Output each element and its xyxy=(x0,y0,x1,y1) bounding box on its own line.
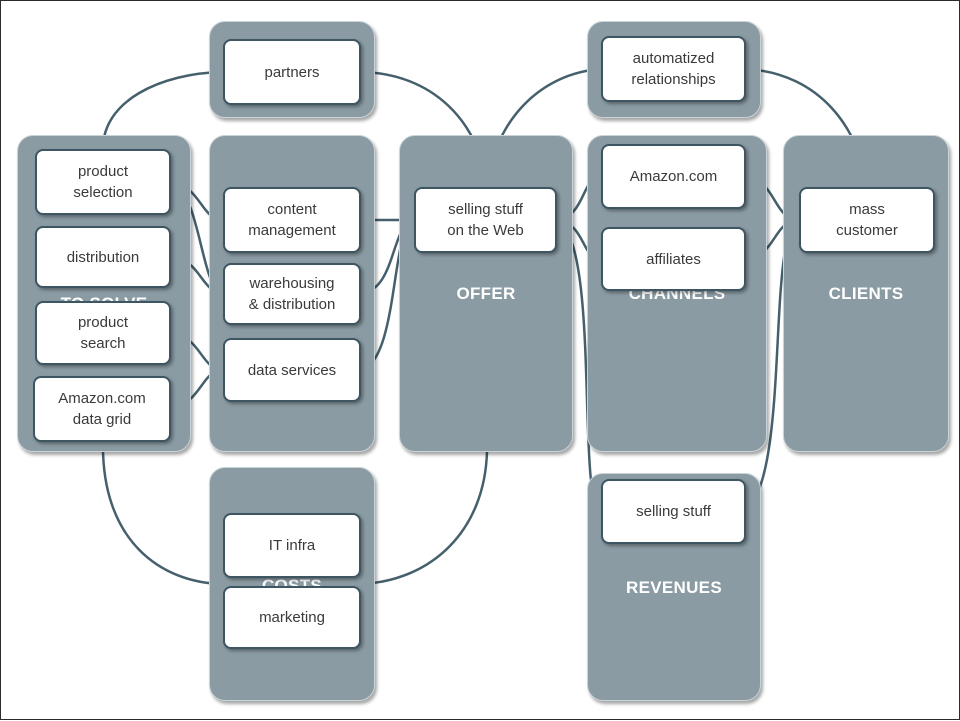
connector-costs-to-offer xyxy=(360,450,489,586)
box-it-infra: IT infra xyxy=(223,513,361,578)
box-affiliates: affiliates xyxy=(601,227,746,291)
box-selling-stuff-web: selling stuff on the Web xyxy=(414,187,557,253)
box-selling-stuff: selling stuff xyxy=(601,479,746,544)
box-content-management: content management xyxy=(223,187,361,253)
box-warehousing-distribution: warehousing & distribution xyxy=(223,263,361,325)
box-product-search: product search xyxy=(35,301,171,365)
connector-selection-to-partners xyxy=(101,70,224,152)
box-partners: partners xyxy=(223,39,361,105)
box-amazon-data-grid: Amazon.com data grid xyxy=(33,376,171,442)
connector-datagrid-to-costs xyxy=(101,440,224,586)
clients-title: CLIENTS xyxy=(828,284,904,303)
box-amazon-com: Amazon.com xyxy=(601,144,746,209)
box-data-services: data services xyxy=(223,338,361,402)
costs-panel: COSTS xyxy=(209,467,375,701)
box-mass-customer: mass customer xyxy=(799,187,935,253)
offer-title: OFFER xyxy=(456,284,516,303)
box-product-selection: product selection xyxy=(35,149,171,215)
revenues-title: REVENUES xyxy=(626,578,722,597)
offer-panel: OFFER xyxy=(399,135,573,452)
box-automatized-relationships: automatized relationships xyxy=(601,36,746,102)
clients-panel: CLIENTS xyxy=(783,135,949,452)
box-distribution: distribution xyxy=(35,226,171,288)
box-marketing: marketing xyxy=(223,586,361,649)
